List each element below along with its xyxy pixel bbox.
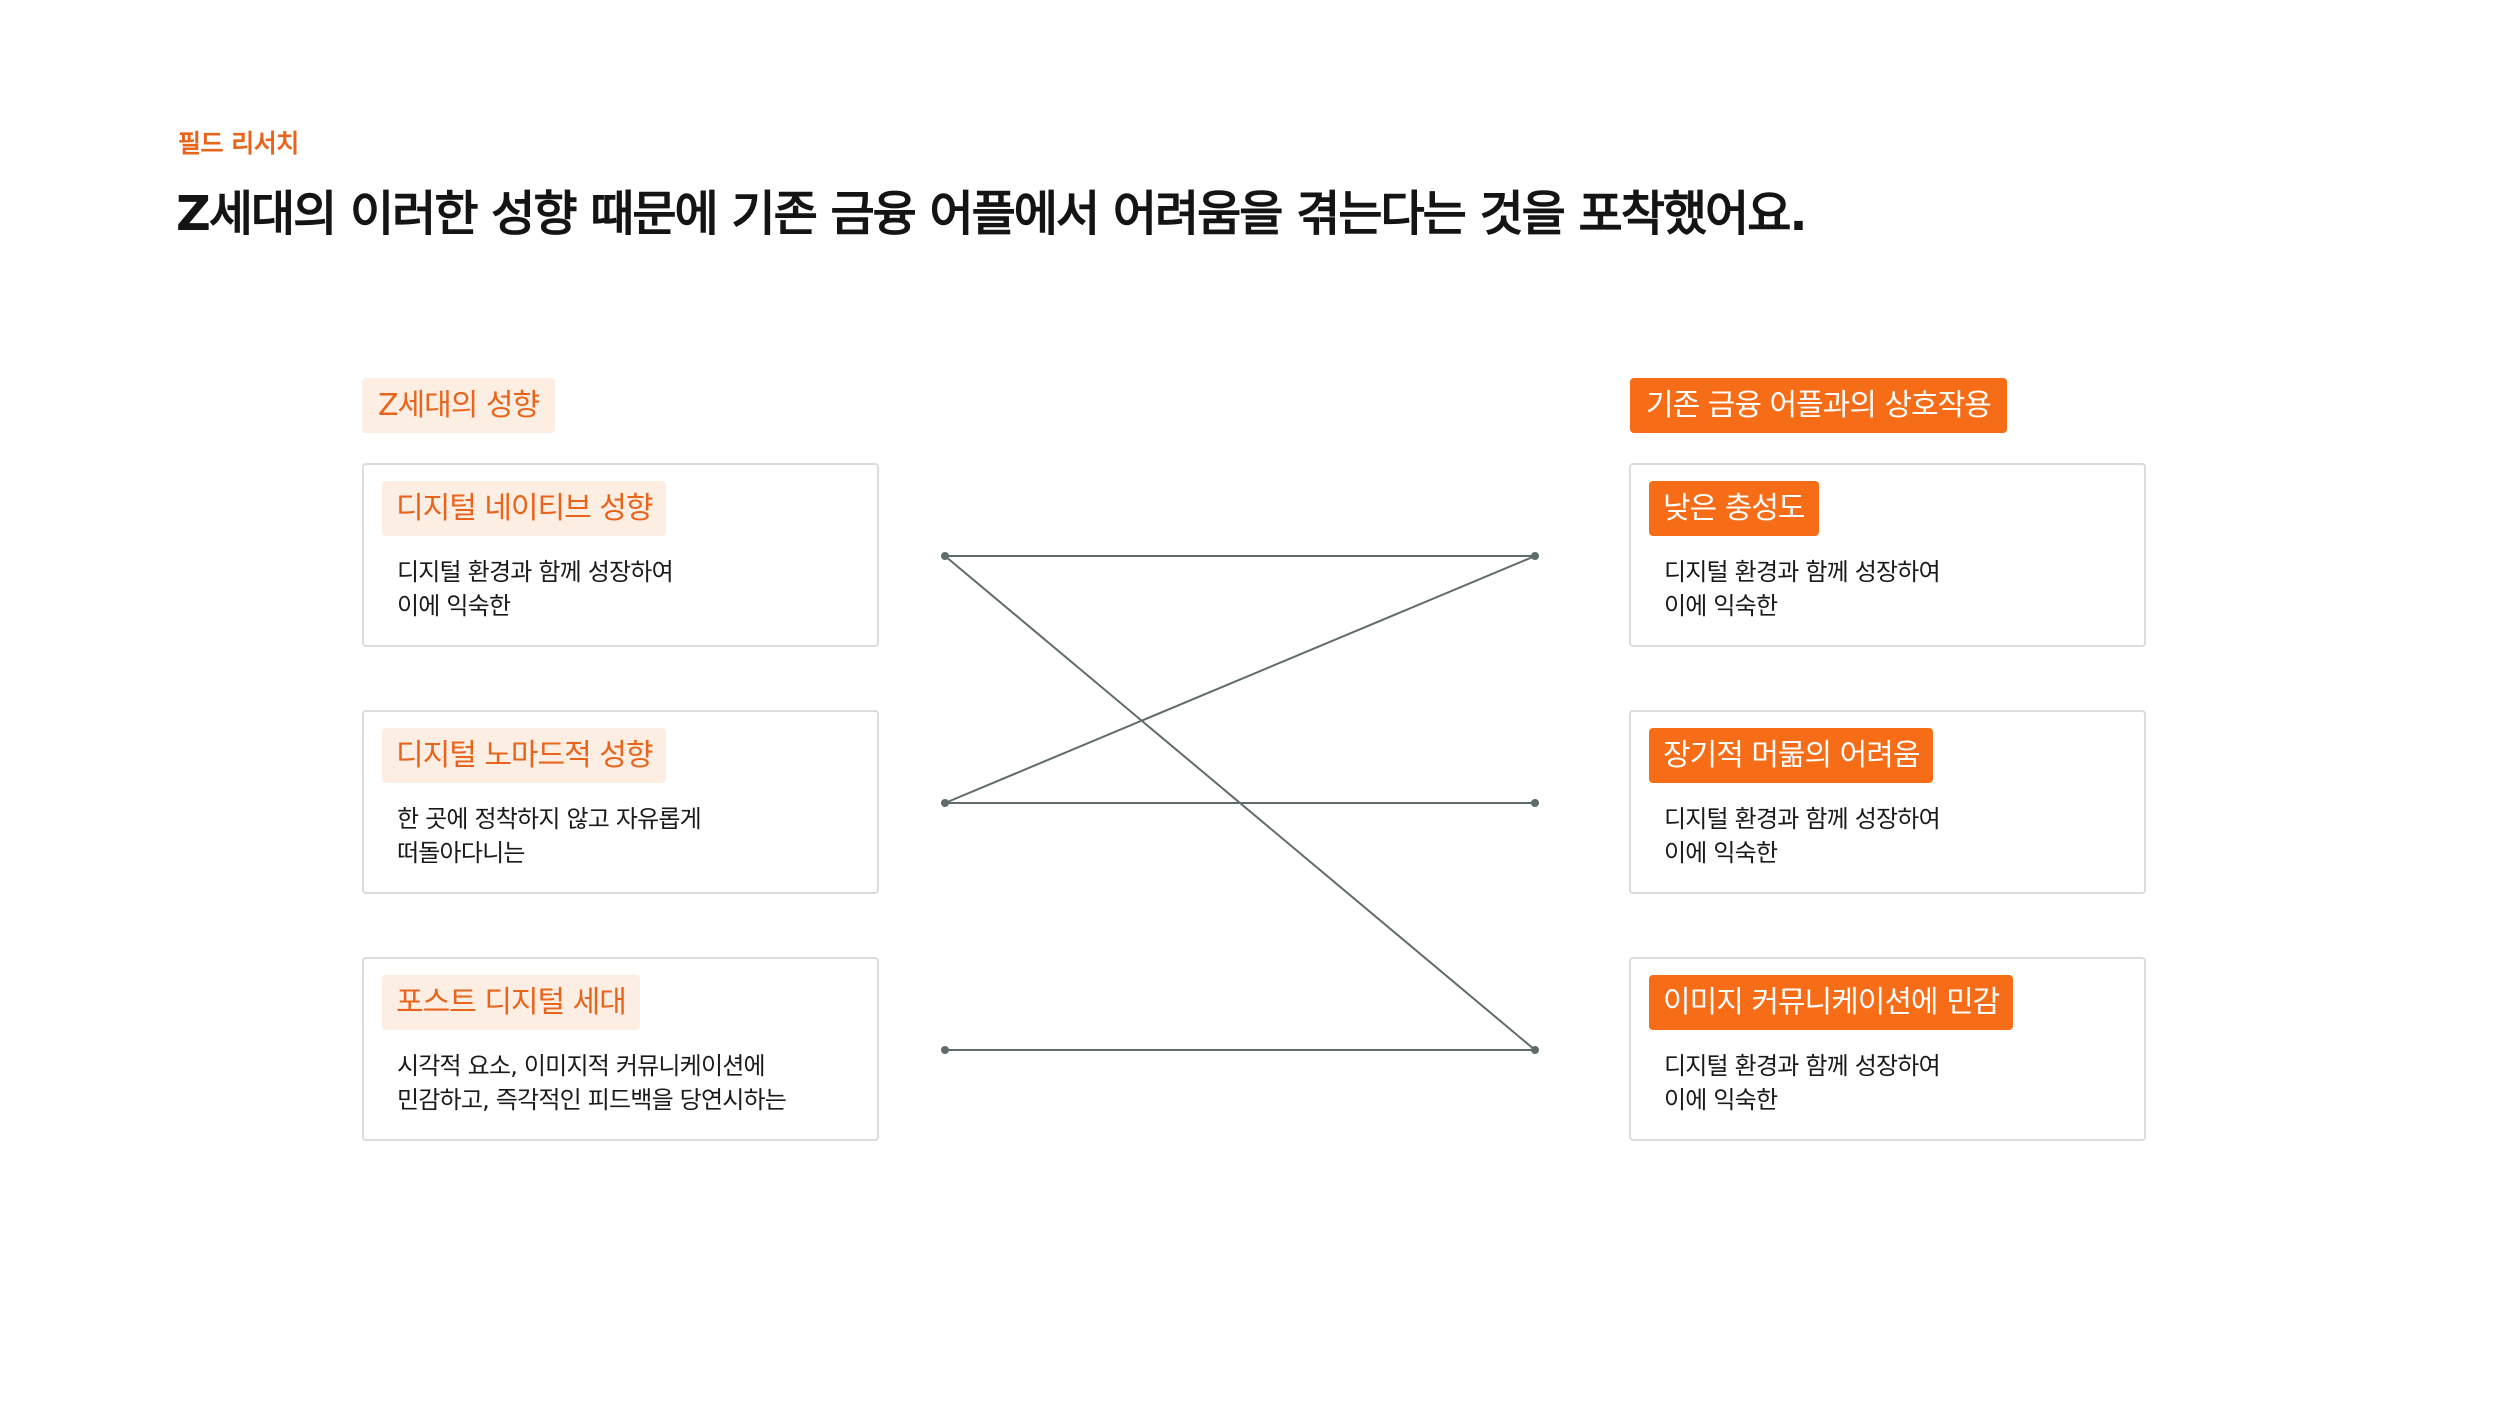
connector-dot-left-1 [941, 799, 949, 807]
connector-line-1-0 [944, 555, 1536, 804]
section-eyebrow: 필드 리서치 [178, 129, 299, 158]
interaction-description: 디지털 환경과 함께 성장하여 이에 익숙한 [1664, 805, 1941, 867]
trait-description: 한 곳에 정착하지 않고 자유롭게 떠돌아다니는 [397, 805, 702, 867]
connector-dot-left-2 [941, 1046, 949, 1054]
trait-card-digital-native: 디지털 네이티브 성향 디지털 환경과 함께 성장하여 이에 익숙한 [362, 463, 879, 647]
interaction-card-long-stay: 장기적 머묾의 어려움 디지털 환경과 함께 성장하여 이에 익숙한 [1629, 710, 2146, 894]
left-column-header: Z세대의 성향 [362, 378, 556, 433]
interaction-card-image-sensitive: 이미지 커뮤니케이션에 민감 디지털 환경과 함께 성장하여 이에 익숙한 [1629, 957, 2146, 1141]
connector-dot-right-2 [1531, 1046, 1539, 1054]
trait-description: 시각적 요소, 이미지적 커뮤니케이션에 민감하고, 즉각적인 피드백을 당연시… [397, 1052, 787, 1114]
trait-tag: 디지털 네이티브 성향 [382, 481, 667, 536]
interaction-description: 디지털 환경과 함께 성장하여 이에 익숙한 [1664, 1052, 1941, 1114]
connector-dot-right-1 [1531, 799, 1539, 807]
page-title: Z세대의 이러한 성향 때문에 기존 금융 어플에서 어려움을 겪는다는 것을 … [176, 186, 1808, 242]
connector-dot-left-0 [941, 552, 949, 560]
right-column-header: 기존 금융 어플과의 상호작용 [1630, 378, 2007, 433]
trait-card-post-digital: 포스트 디지털 세대 시각적 요소, 이미지적 커뮤니케이션에 민감하고, 즉각… [362, 957, 879, 1141]
trait-tag: 디지털 노마드적 성향 [382, 728, 667, 783]
interaction-card-low-loyalty: 낮은 충성도 디지털 환경과 함께 성장하여 이에 익숙한 [1629, 463, 2146, 647]
interaction-description: 디지털 환경과 함께 성장하여 이에 익숙한 [1664, 558, 1941, 620]
interaction-tag: 이미지 커뮤니케이션에 민감 [1649, 975, 2014, 1030]
interaction-tag: 장기적 머묾의 어려움 [1649, 728, 1934, 783]
trait-tag: 포스트 디지털 세대 [382, 975, 640, 1030]
trait-description: 디지털 환경과 함께 성장하여 이에 익숙한 [397, 558, 674, 620]
trait-card-digital-nomad: 디지털 노마드적 성향 한 곳에 정착하지 않고 자유롭게 떠돌아다니는 [362, 710, 879, 894]
interaction-tag: 낮은 충성도 [1649, 481, 1819, 536]
connector-dot-right-0 [1531, 552, 1539, 560]
